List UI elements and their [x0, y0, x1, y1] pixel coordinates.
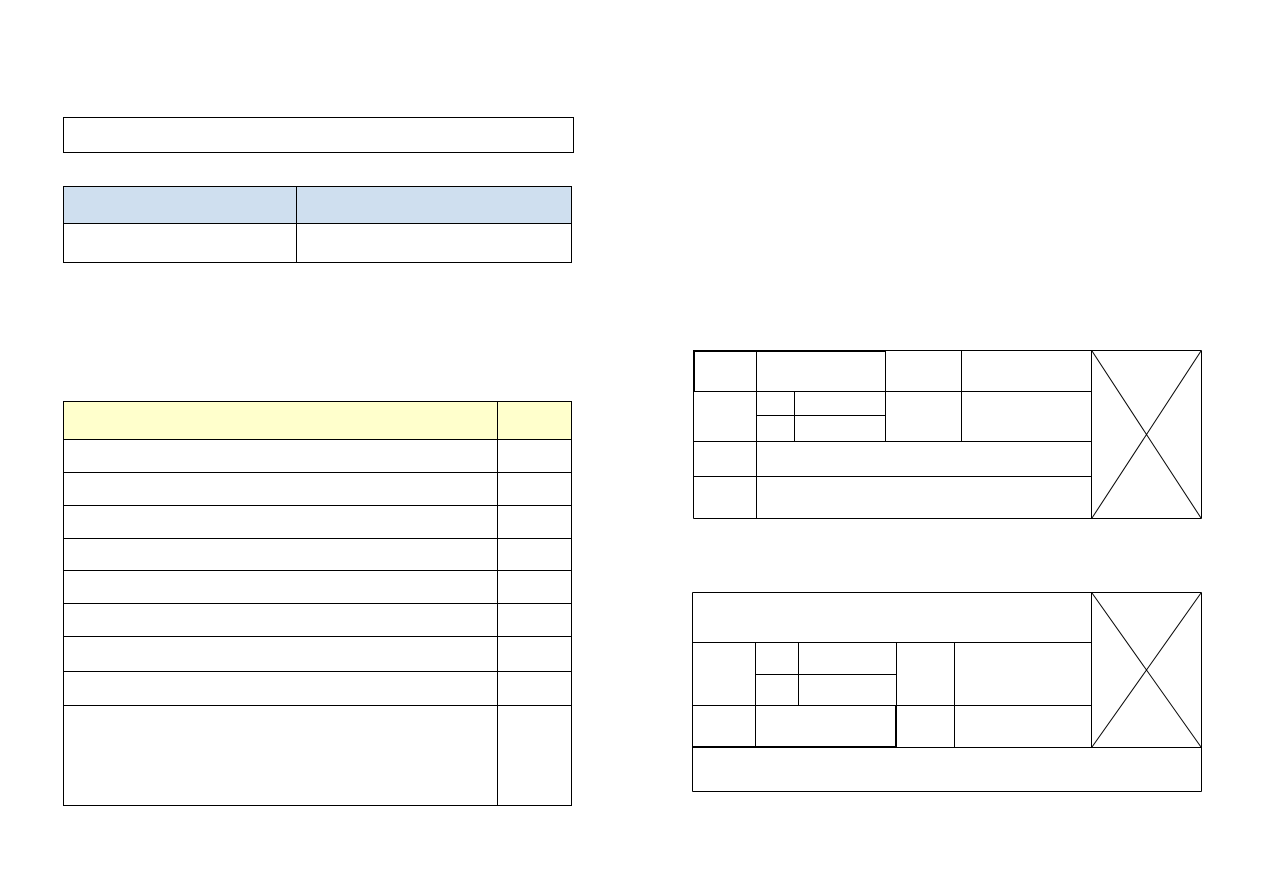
list-cell [63, 439, 498, 473]
info-table [63, 186, 572, 263]
card-2-cell [955, 643, 1091, 705]
list-cell [497, 570, 572, 604]
info-cell [296, 223, 572, 263]
card-1-cell [694, 442, 756, 476]
card-2-cell [693, 643, 755, 705]
card-2-grid [692, 592, 1202, 792]
table-row [63, 671, 572, 706]
list-cell [497, 505, 572, 539]
card-2-cell [799, 643, 896, 674]
card-1-cell [886, 351, 961, 391]
photo-placeholder [1092, 593, 1201, 747]
table-row [63, 603, 572, 637]
title-box [63, 117, 574, 153]
list-cell [63, 705, 498, 806]
table-row [63, 570, 572, 604]
card-1-cell [757, 392, 794, 415]
card-1-cell [757, 477, 1091, 518]
photo-placeholder [1092, 351, 1201, 518]
card-1-cell [757, 442, 1091, 476]
list-header-cell [497, 401, 572, 440]
card-2-cell [897, 643, 954, 705]
list-cell [497, 472, 572, 506]
list-cell [497, 603, 572, 637]
info-header-cell [296, 186, 572, 224]
card-2-cell [799, 675, 896, 705]
list-cell [497, 636, 572, 672]
card-2-cell [693, 706, 755, 747]
card-1-cell [962, 351, 1091, 391]
table-row [63, 538, 572, 571]
table-row [63, 636, 572, 672]
list-cell [497, 439, 572, 473]
card-2-cell [756, 675, 798, 705]
table-row [63, 505, 572, 539]
card-1-grid [693, 350, 1202, 519]
card-1-cell [886, 392, 1091, 441]
table-row [63, 439, 572, 473]
list-cell [497, 538, 572, 571]
list-cell [63, 570, 498, 604]
list-cell [63, 603, 498, 637]
list-cell [63, 636, 498, 672]
title-text [64, 118, 573, 152]
card-2-footer [693, 748, 1201, 791]
info-cell [63, 223, 297, 263]
table-row [63, 705, 572, 806]
table-row [63, 472, 572, 506]
list-header-cell [63, 401, 498, 440]
list-cell [63, 505, 498, 539]
list-cell [497, 671, 572, 706]
card-1-cell [795, 392, 885, 415]
card-2-cell [756, 706, 896, 747]
list-table [63, 401, 572, 806]
list-cell [497, 705, 572, 806]
list-cell [63, 538, 498, 571]
card-1 [693, 350, 1202, 519]
card-2-cell [897, 706, 954, 747]
card-2 [692, 592, 1202, 792]
card-1-cell [795, 416, 885, 441]
info-header-cell [63, 186, 297, 224]
card-1-cell [694, 351, 756, 391]
card-1-cell [757, 351, 885, 391]
card-1-cell [757, 416, 794, 441]
card-2-cell [693, 593, 1091, 642]
list-cell [63, 472, 498, 506]
card-1-cell [694, 477, 756, 518]
card-2-cell [756, 643, 798, 674]
card-1-cell [694, 392, 756, 441]
list-cell [63, 671, 498, 706]
card-2-cell [955, 706, 1091, 747]
